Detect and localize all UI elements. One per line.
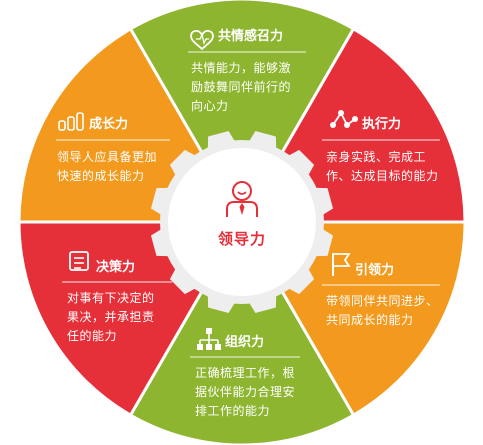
- segment-growth-title: 成长力: [89, 116, 128, 132]
- growth-bars-icon: [58, 112, 84, 131]
- org-chart-icon: [197, 328, 221, 350]
- segment-organize-title: 组织力: [225, 334, 264, 350]
- network-nodes-icon: [330, 110, 358, 128]
- heart-icon: [190, 29, 214, 51]
- decision-list-icon: [69, 251, 89, 271]
- segment-decision-title: 决策力: [96, 259, 135, 275]
- segment-decision: 决策力 对事有下决定的 果决，并承担责 任的能力: [62, 251, 172, 343]
- segment-execution-line-2: 作、达成目标的能力: [326, 168, 439, 183]
- segment-execution: 执行力 亲身实践、完成工 作、达成目标的能力: [322, 110, 440, 183]
- segment-organize-line-3: 排工作的能力: [195, 403, 270, 418]
- segment-decision-line-2: 果决，并承担责: [67, 310, 155, 324]
- segment-organize: 组织力 正确梳理工作，根 据伙伴能力合理安 排工作的能力: [190, 328, 300, 418]
- segment-guidance: 引领力 带领同伴共同进步、 共同成长的能力: [322, 253, 440, 327]
- center-disc: [168, 148, 316, 296]
- segment-decision-line-1: 对事有下决定的: [67, 290, 155, 305]
- segment-organize-line-1: 正确梳理工作，根: [195, 365, 295, 380]
- segment-growth-line-1: 领导人应具备更加: [57, 149, 157, 164]
- segment-execution-line-1: 亲身实践、完成工: [326, 149, 426, 164]
- segment-guidance-line-1: 带领同伴共同进步、: [326, 294, 439, 308]
- segments-layer: [17, 0, 467, 445]
- segment-empathy-line-1: 共情能力，能够激: [191, 61, 291, 75]
- segment-empathy-line-2: 励鼓舞同伴前行的: [191, 79, 291, 94]
- segment-guidance-title: 引领力: [355, 262, 394, 278]
- segment-growth: 成长力 领导人应具备更加 快速的成长能力: [56, 112, 170, 183]
- flag-icon: [332, 253, 351, 276]
- segment-execution-title: 执行力: [362, 116, 401, 132]
- center-label: 领导力: [217, 230, 266, 248]
- leader-person-icon: [226, 181, 258, 217]
- segment-empathy-title: 共情感召力: [218, 28, 283, 44]
- segment-guidance-line-2: 共同成长的能力: [326, 312, 414, 327]
- segment-decision-line-3: 任的能力: [67, 328, 117, 343]
- segment-empathy: 共情感召力 共情能力，能够激 励鼓舞同伴前行的 向心力: [188, 28, 306, 113]
- segment-growth-line-2: 快速的成长能力: [57, 168, 145, 183]
- segment-empathy-line-3: 向心力: [191, 98, 229, 113]
- segment-organize-line-2: 据伙伴能力合理安: [195, 384, 295, 399]
- center-gear: [150, 130, 334, 314]
